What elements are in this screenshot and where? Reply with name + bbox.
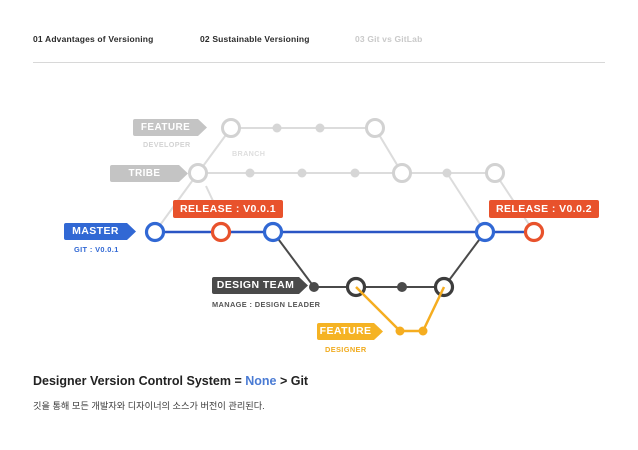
footer-headline-accent: None: [245, 374, 277, 388]
footer-headline: Designer Version Control System = None >…: [33, 374, 308, 388]
lane-caption-git: GIT : V0.0.1: [74, 245, 119, 254]
lane-caption-developer: DEVELOPER: [143, 140, 191, 149]
lane-tag-feature-bottom[interactable]: FEATURE: [317, 323, 383, 340]
nav-item-02[interactable]: 02 Sustainable Versioning: [200, 34, 310, 44]
lane-feature-bottom-graph: [355, 286, 446, 336]
lane-tag-master[interactable]: MASTER: [64, 223, 136, 240]
footer-headline-before: Designer Version Control System =: [33, 374, 246, 388]
lane-tribe-graph: [154, 163, 535, 233]
section-nav: 01 Advantages of Versioning 02 Sustainab…: [0, 33, 638, 57]
lane-feature-top-graph: [197, 118, 403, 174]
lane-caption-branch: BRANCH: [232, 149, 266, 158]
lane-caption-designer: DESIGNER: [325, 345, 367, 354]
lane-master-graph: [144, 221, 545, 243]
lane-tag-tribe[interactable]: TRIBE: [110, 165, 188, 182]
footer-subtitle: 깃을 통해 모든 개발자와 디자이너의 소스가 버전이 관리된다.: [33, 401, 265, 411]
nav-item-01[interactable]: 01 Advantages of Versioning: [33, 34, 154, 44]
header-divider: [33, 62, 605, 63]
release-badge-v002[interactable]: RELEASE : V0.0.2: [489, 200, 600, 218]
lane-tag-design-team[interactable]: DESIGN TEAM: [212, 277, 308, 294]
release-badge-v001[interactable]: RELEASE : V0.0.1: [173, 200, 284, 218]
nav-item-03[interactable]: 03 Git vs GitLab: [355, 34, 423, 44]
lane-tag-feature-top[interactable]: FEATURE: [133, 119, 207, 136]
lane-caption-manage: MANAGE : DESIGN LEADER: [212, 300, 321, 309]
footer-headline-after: > Git: [276, 374, 309, 388]
